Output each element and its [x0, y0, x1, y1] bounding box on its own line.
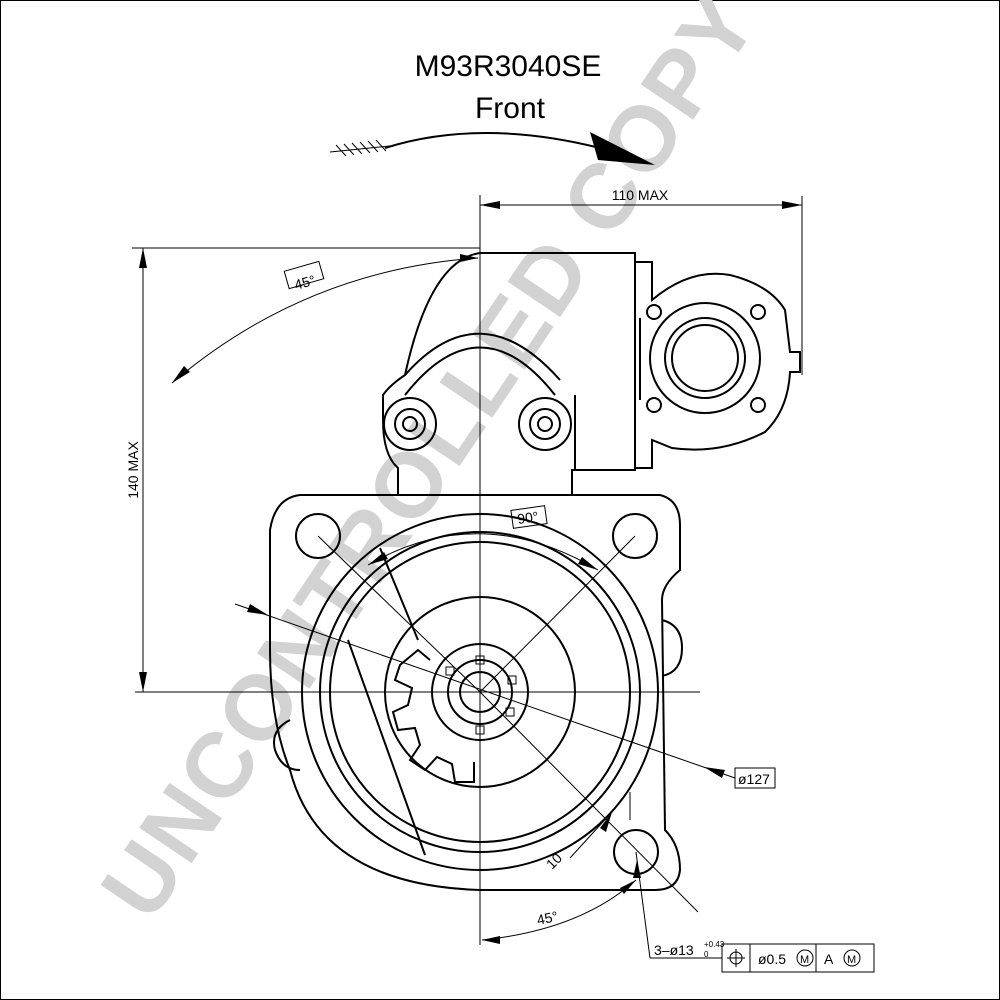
angle-top-label: 45°	[292, 272, 317, 293]
offset-label: 10	[543, 850, 565, 872]
hole-callout-leader	[633, 851, 722, 959]
datum-modifier: M	[847, 954, 856, 966]
width-max-label: 110 MAX	[612, 187, 669, 203]
feature-control-frame	[721, 943, 875, 973]
solenoid-bolt-right	[518, 397, 572, 451]
angle-top-dimension	[171, 254, 479, 384]
tolerance-value: ø0.5	[758, 951, 786, 967]
width-dimension	[480, 196, 803, 375]
angle-bottom-dimension	[481, 879, 637, 944]
tolerance-modifier: M	[800, 954, 809, 966]
pinion-gear	[391, 643, 529, 783]
offset-dimension	[479, 691, 699, 913]
mounting-hole-top-right	[612, 513, 658, 559]
part-number: M93R3040SE	[415, 50, 602, 83]
angle-bottom-label: 45°	[535, 908, 559, 928]
terminal-housing	[635, 261, 801, 469]
center-lines	[135, 195, 700, 945]
height-dimension	[132, 247, 480, 692]
solenoid-bolt-left	[383, 397, 437, 451]
solenoid-housing	[382, 252, 636, 495]
holes-tol-upper: +0.43	[704, 940, 725, 949]
mounting-hole-top-left	[295, 513, 341, 559]
view-label: Front	[475, 92, 546, 125]
height-max-label: 140 MAX	[125, 441, 141, 499]
position-symbol	[727, 949, 745, 967]
angle-mid-dimension	[317, 505, 636, 693]
datum-label: A	[824, 951, 834, 967]
holes-label: 3–ø13	[654, 942, 694, 958]
rotation-direction-arrow	[329, 132, 655, 165]
watermark: UNCONTROLLED COPY	[82, 0, 777, 936]
pilot-diameter-dimension	[234, 603, 776, 789]
holes-tol-lower: 0	[704, 950, 709, 959]
pilot-diameter-label: ø127	[738, 771, 770, 787]
angle-mid-label: 90°	[516, 508, 539, 527]
motor-body	[301, 513, 659, 871]
mounting-flange	[269, 494, 684, 891]
